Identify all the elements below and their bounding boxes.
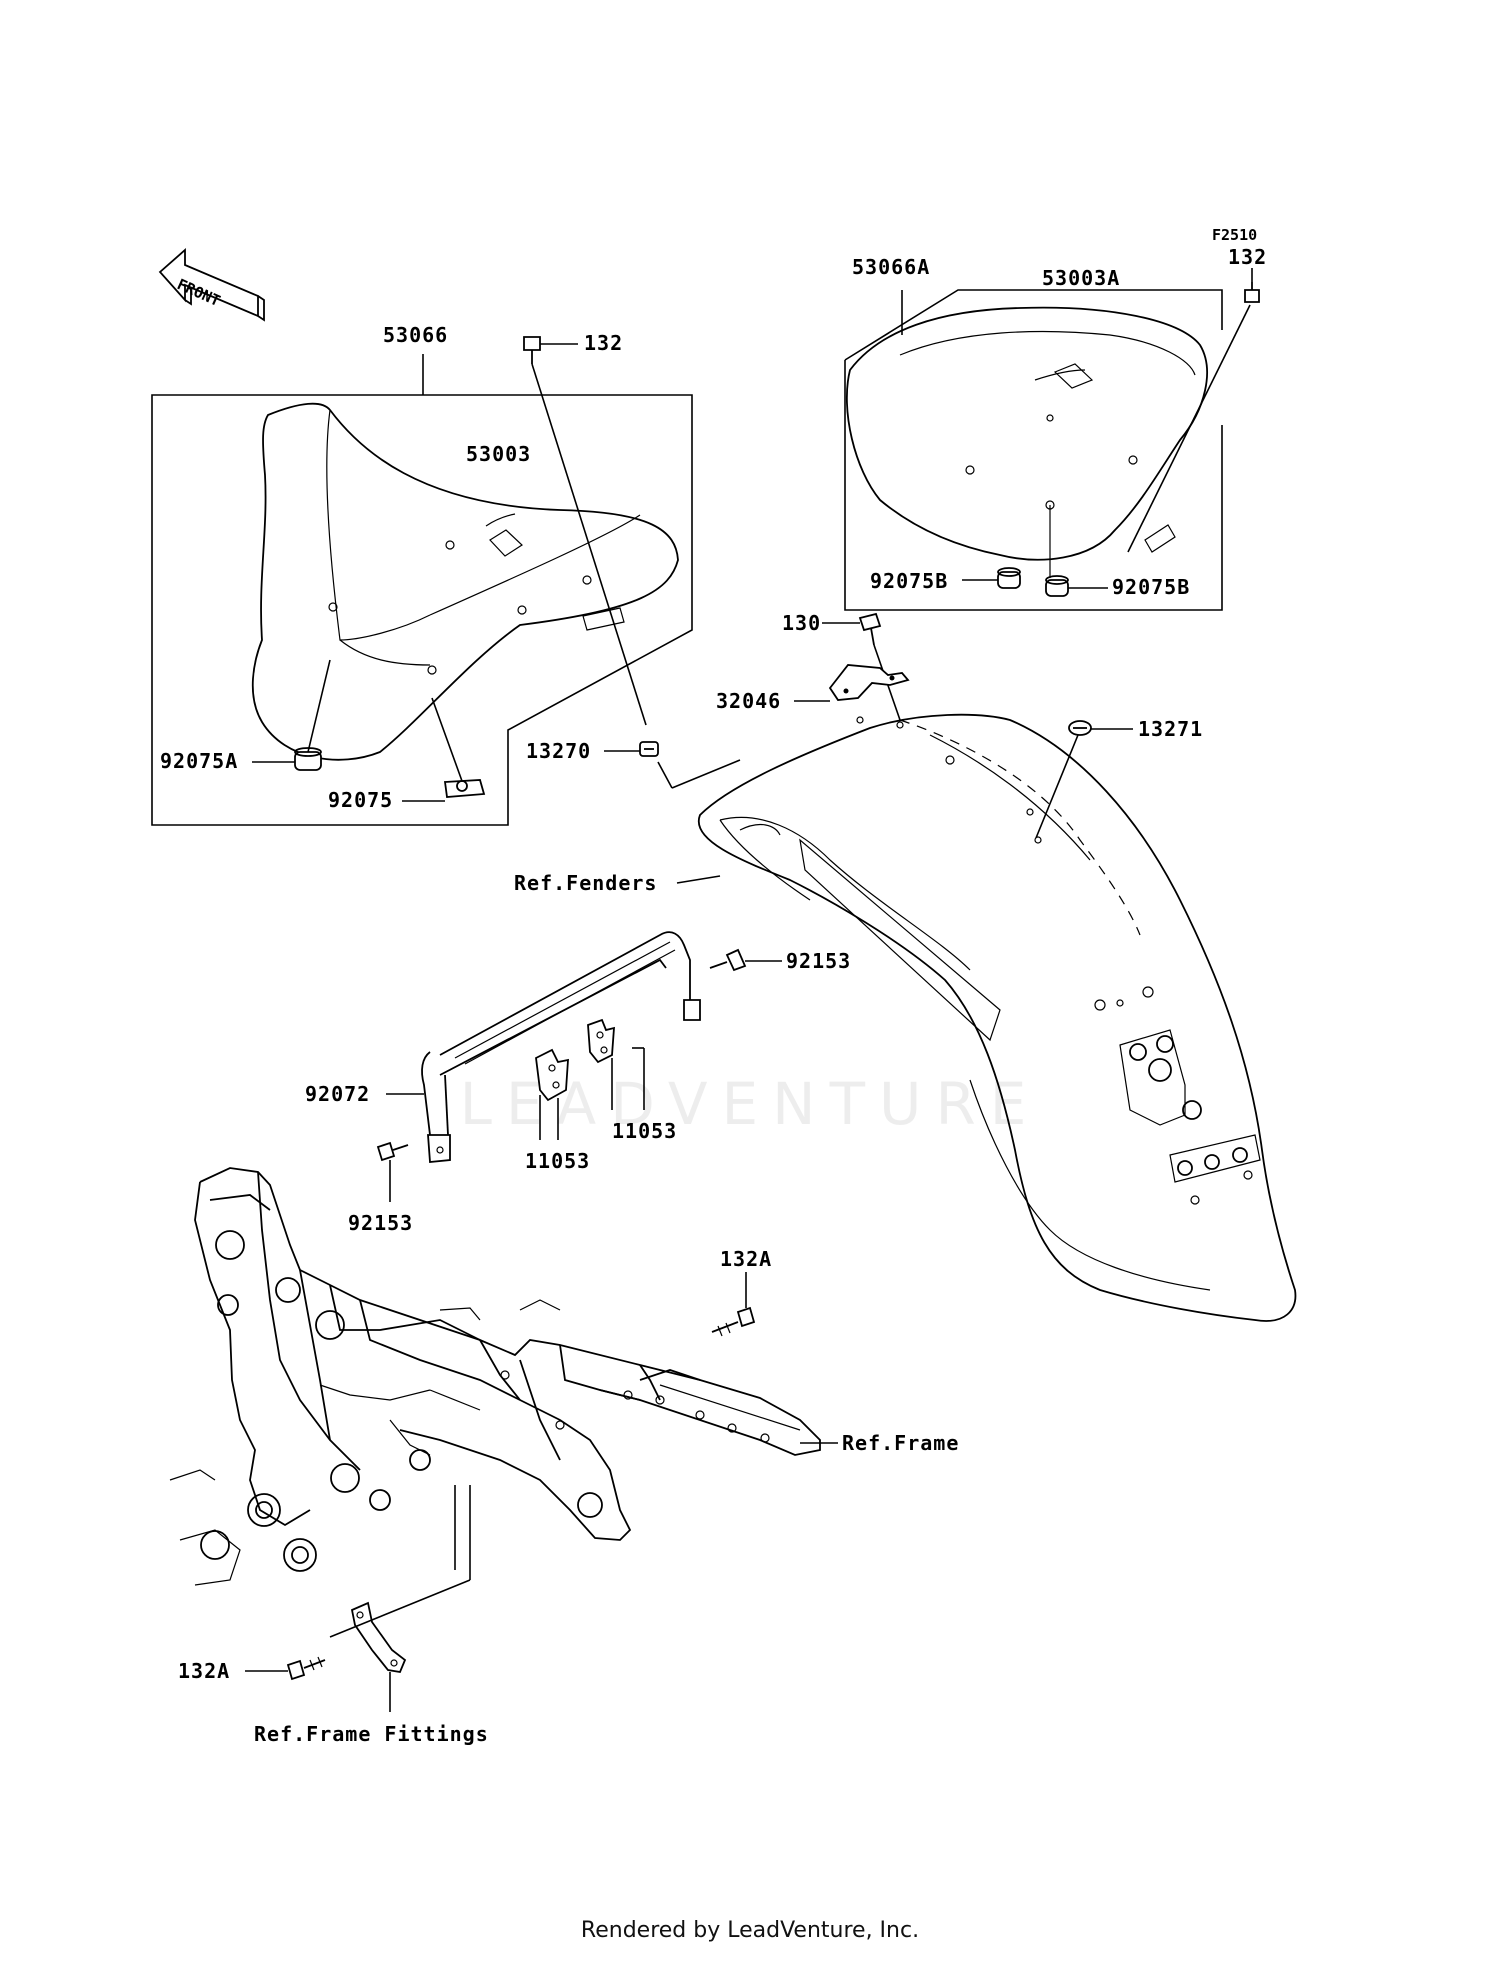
- label-11053-left: 11053: [525, 1149, 590, 1173]
- diagram-code: F2510: [1212, 226, 1257, 244]
- label-13271: 13271: [1138, 717, 1203, 741]
- label-11053-right: 11053: [612, 1119, 677, 1143]
- label-130: 130: [782, 611, 821, 635]
- clip-13271: [1068, 720, 1092, 736]
- label-13270: 13270: [526, 739, 591, 763]
- label-92075: 92075: [328, 788, 393, 812]
- label-92075b-left: 92075B: [870, 569, 948, 593]
- label-ref-frame: Ref.Frame: [842, 1431, 959, 1455]
- rear-fender: [697, 713, 1297, 1322]
- bolt-132-right: [1244, 282, 1260, 303]
- seat-group-53066: [151, 336, 693, 826]
- seat-53003a: [846, 306, 1208, 578]
- bolt-132-left: [523, 336, 541, 364]
- label-53003: 53003: [466, 442, 531, 466]
- bolt-132a-lower: [286, 1656, 326, 1681]
- label-ref-fenders: Ref.Fenders: [514, 871, 657, 895]
- bolt-92153-top: [709, 948, 747, 972]
- label-92153-bottom: 92153: [348, 1211, 413, 1235]
- bracket-11053-right: [587, 1018, 615, 1064]
- label-53066a: 53066A: [852, 255, 930, 279]
- motorcycle-frame: [169, 1167, 821, 1586]
- label-92153-top: 92153: [786, 949, 851, 973]
- bolt-92153-bottom: [376, 1141, 409, 1162]
- label-32046: 32046: [716, 689, 781, 713]
- bracket-11053-left: [535, 1048, 569, 1102]
- grommet-92075b-right: [1045, 575, 1069, 597]
- label-53066: 53066: [383, 323, 448, 347]
- front-arrow-icon: FRONT: [158, 248, 265, 322]
- damper-92075: [443, 779, 486, 798]
- label-132a-upper: 132A: [720, 1247, 772, 1271]
- label-132-right: 132: [1228, 245, 1267, 269]
- seat-53003: [251, 402, 679, 761]
- label-92075a: 92075A: [160, 749, 238, 773]
- label-ref-frame-fittings: Ref.Frame Fittings: [254, 1722, 489, 1746]
- label-92072: 92072: [305, 1082, 370, 1106]
- grab-rail-92072: [421, 931, 701, 1163]
- front-label: FRONT: [174, 275, 223, 310]
- bracket-32046: [828, 664, 910, 701]
- footer-credit: Rendered by LeadVenture, Inc.: [580, 1918, 920, 1943]
- seat-group-53066a: [844, 268, 1260, 611]
- clip-13270: [639, 741, 659, 757]
- label-53003a: 53003A: [1042, 266, 1120, 290]
- grommet-92075b-left: [997, 567, 1021, 589]
- bolt-132a-upper: [711, 1306, 756, 1337]
- frame-fitting-bracket: [350, 1601, 407, 1674]
- label-132a-lower: 132A: [178, 1659, 230, 1683]
- grommet-92075a: [294, 747, 322, 771]
- label-132-left: 132: [584, 331, 623, 355]
- bolt-130: [858, 612, 882, 646]
- label-92075b-right: 92075B: [1112, 575, 1190, 599]
